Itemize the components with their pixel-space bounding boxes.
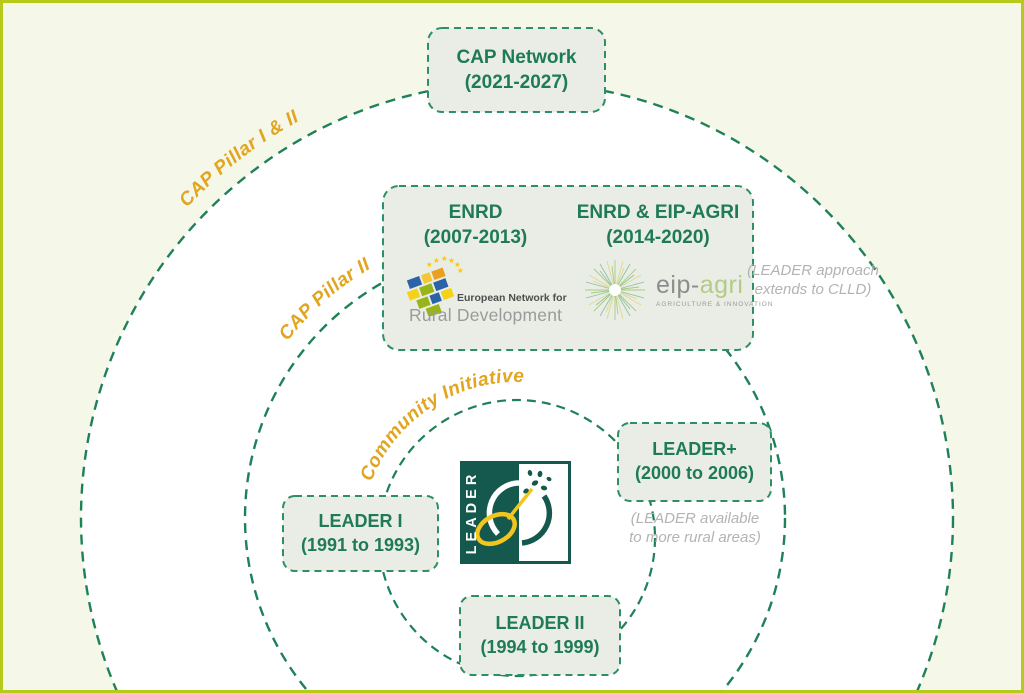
svg-text:★: ★ bbox=[426, 260, 433, 269]
enrd-title: ENRD bbox=[448, 202, 503, 223]
leader2-years: (1994 to 1999) bbox=[480, 636, 600, 657]
leader1-box bbox=[282, 495, 439, 572]
leader-plus-years: (2000 to 2006) bbox=[634, 463, 755, 483]
cap-network-box bbox=[427, 27, 606, 113]
eip-agri-logo: eip-agri AGRICULTURE & INNOVATION bbox=[583, 258, 774, 322]
enrd-box-content: ENRD (2007-2013) ENRD & EIP-AGRI (2014-2… bbox=[383, 186, 773, 350]
svg-text:★: ★ bbox=[441, 254, 448, 263]
middle-circle bbox=[243, 246, 787, 690]
eip-starburst-icon bbox=[585, 260, 645, 320]
enrd-box bbox=[382, 185, 754, 351]
leader-logo: LEADER bbox=[460, 461, 571, 564]
leader1-label: LEADER I (1991 to 1993) bbox=[283, 496, 438, 571]
eip-column: ENRD & EIP-AGRI (2014-2020) bbox=[568, 200, 748, 250]
svg-text:★: ★ bbox=[457, 266, 464, 275]
enrd-logo-line2: Rural Development bbox=[409, 305, 563, 325]
enrd-logo-line1: European Network for bbox=[457, 292, 567, 304]
eip-word-suffix: agri bbox=[699, 270, 744, 299]
leader1-years: (1991 to 1993) bbox=[300, 534, 421, 555]
clld-line2: extends to CLLD) bbox=[754, 281, 872, 299]
clld-annotation: (LEADER approach extends to CLLD) bbox=[743, 261, 883, 299]
clld-line1: (LEADER approach bbox=[747, 262, 879, 279]
eip-word-prefix: eip- bbox=[656, 270, 700, 299]
rural-line2: to more rural areas) bbox=[629, 529, 761, 547]
leader1-title: LEADER I bbox=[318, 510, 403, 531]
leader-plus-label: LEADER+ (2000 to 2006) bbox=[618, 423, 771, 501]
leader2-box bbox=[459, 595, 621, 676]
enrd-mosaic-icon: ★★★ ★★★ bbox=[406, 254, 464, 316]
leader-logo-text: LEADER bbox=[464, 471, 480, 555]
cap-network-title: CAP Network bbox=[456, 46, 577, 68]
enrd-logo: ★★★ ★★★ European Network for Rural bbox=[405, 254, 580, 332]
svg-text:★: ★ bbox=[433, 256, 440, 265]
enrd-years: (2007-2013) bbox=[423, 227, 528, 249]
eip-title: ENRD & EIP-AGRI bbox=[576, 202, 740, 223]
inner-circle bbox=[377, 398, 657, 678]
eip-years: (2014-2020) bbox=[606, 227, 710, 249]
leader2-title: LEADER II bbox=[495, 612, 585, 633]
svg-text:★: ★ bbox=[454, 260, 461, 269]
svg-text:★: ★ bbox=[448, 256, 455, 265]
cap-network-years: (2021-2027) bbox=[464, 72, 569, 93]
cap-network-label: CAP Network (2021-2027) bbox=[428, 28, 605, 112]
rural-line1: (LEADER available bbox=[630, 510, 760, 527]
rural-annotation: (LEADER available to more rural areas) bbox=[615, 509, 775, 547]
enrd-column: ENRD (2007-2013) bbox=[383, 200, 568, 250]
leader-plus-box bbox=[617, 422, 772, 502]
leader-plus-title: LEADER+ bbox=[652, 439, 737, 460]
leader-logo-seeds bbox=[523, 470, 552, 494]
eip-subtitle: AGRICULTURE & INNOVATION bbox=[656, 300, 774, 308]
eip-wordmark: eip-agri AGRICULTURE & INNOVATION bbox=[656, 270, 774, 308]
leader2-label: LEADER II (1994 to 1999) bbox=[460, 596, 620, 675]
